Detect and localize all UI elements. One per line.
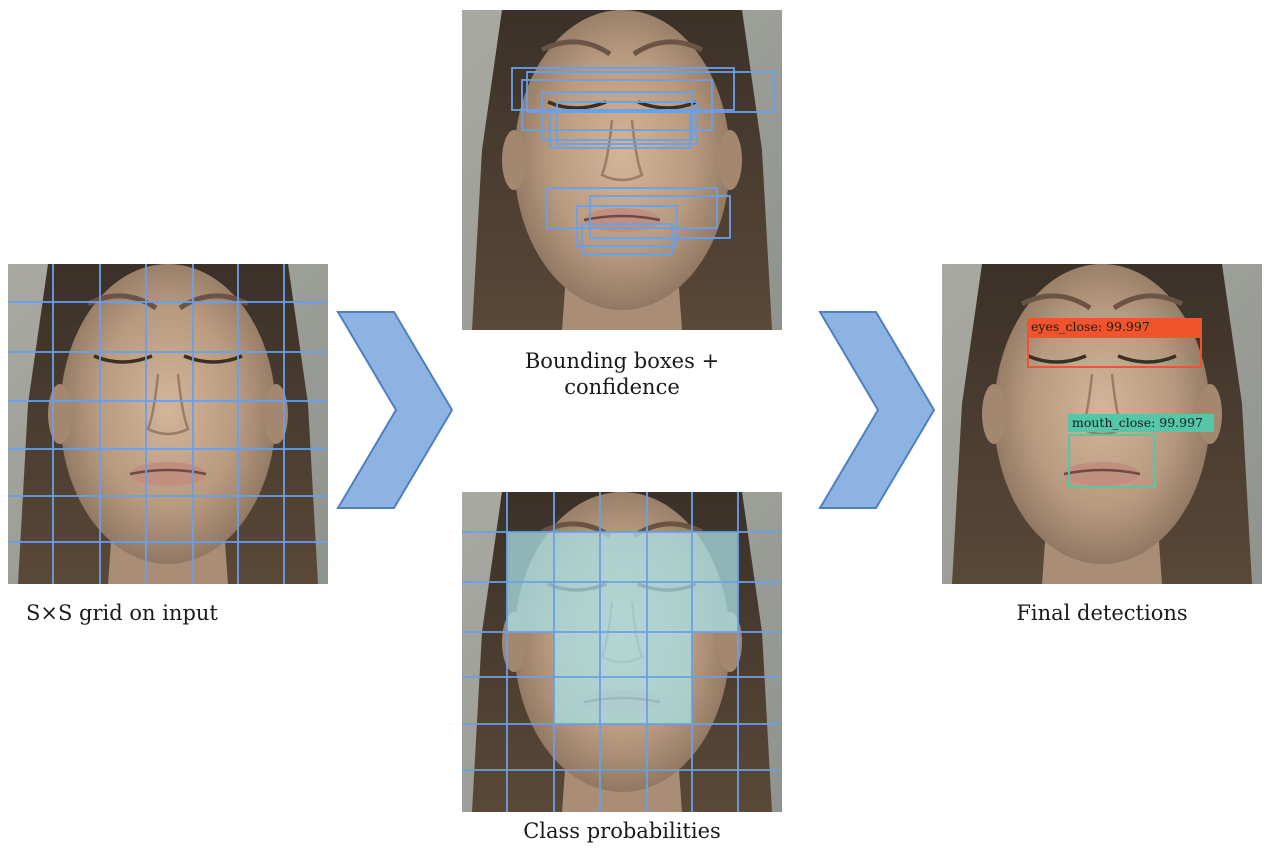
eyes-detection-box (1027, 336, 1202, 368)
final-caption: Final detections (942, 600, 1262, 626)
grid-input-image (8, 264, 328, 584)
class-probabilities-image (462, 492, 782, 812)
arrow-right-icon (818, 310, 938, 510)
bounding-boxes-image (462, 10, 782, 330)
boxes-caption-line1: Bounding boxes + (462, 348, 782, 374)
eyes-detection-label: eyes_close: 99.997 (1027, 318, 1202, 336)
arrow-right-icon (336, 310, 456, 510)
boxes-caption: Bounding boxes + confidence (462, 348, 782, 400)
mouth-detection-box (1068, 434, 1156, 488)
classes-caption: Class probabilities (462, 818, 782, 844)
boxes-caption-line2: confidence (462, 374, 782, 400)
final-detections-image: eyes_close: 99.997 mouth_close: 99.997 (942, 264, 1262, 584)
grid-caption: S×S grid on input (8, 600, 316, 626)
mouth-detection-label: mouth_close: 99.997 (1068, 414, 1214, 432)
